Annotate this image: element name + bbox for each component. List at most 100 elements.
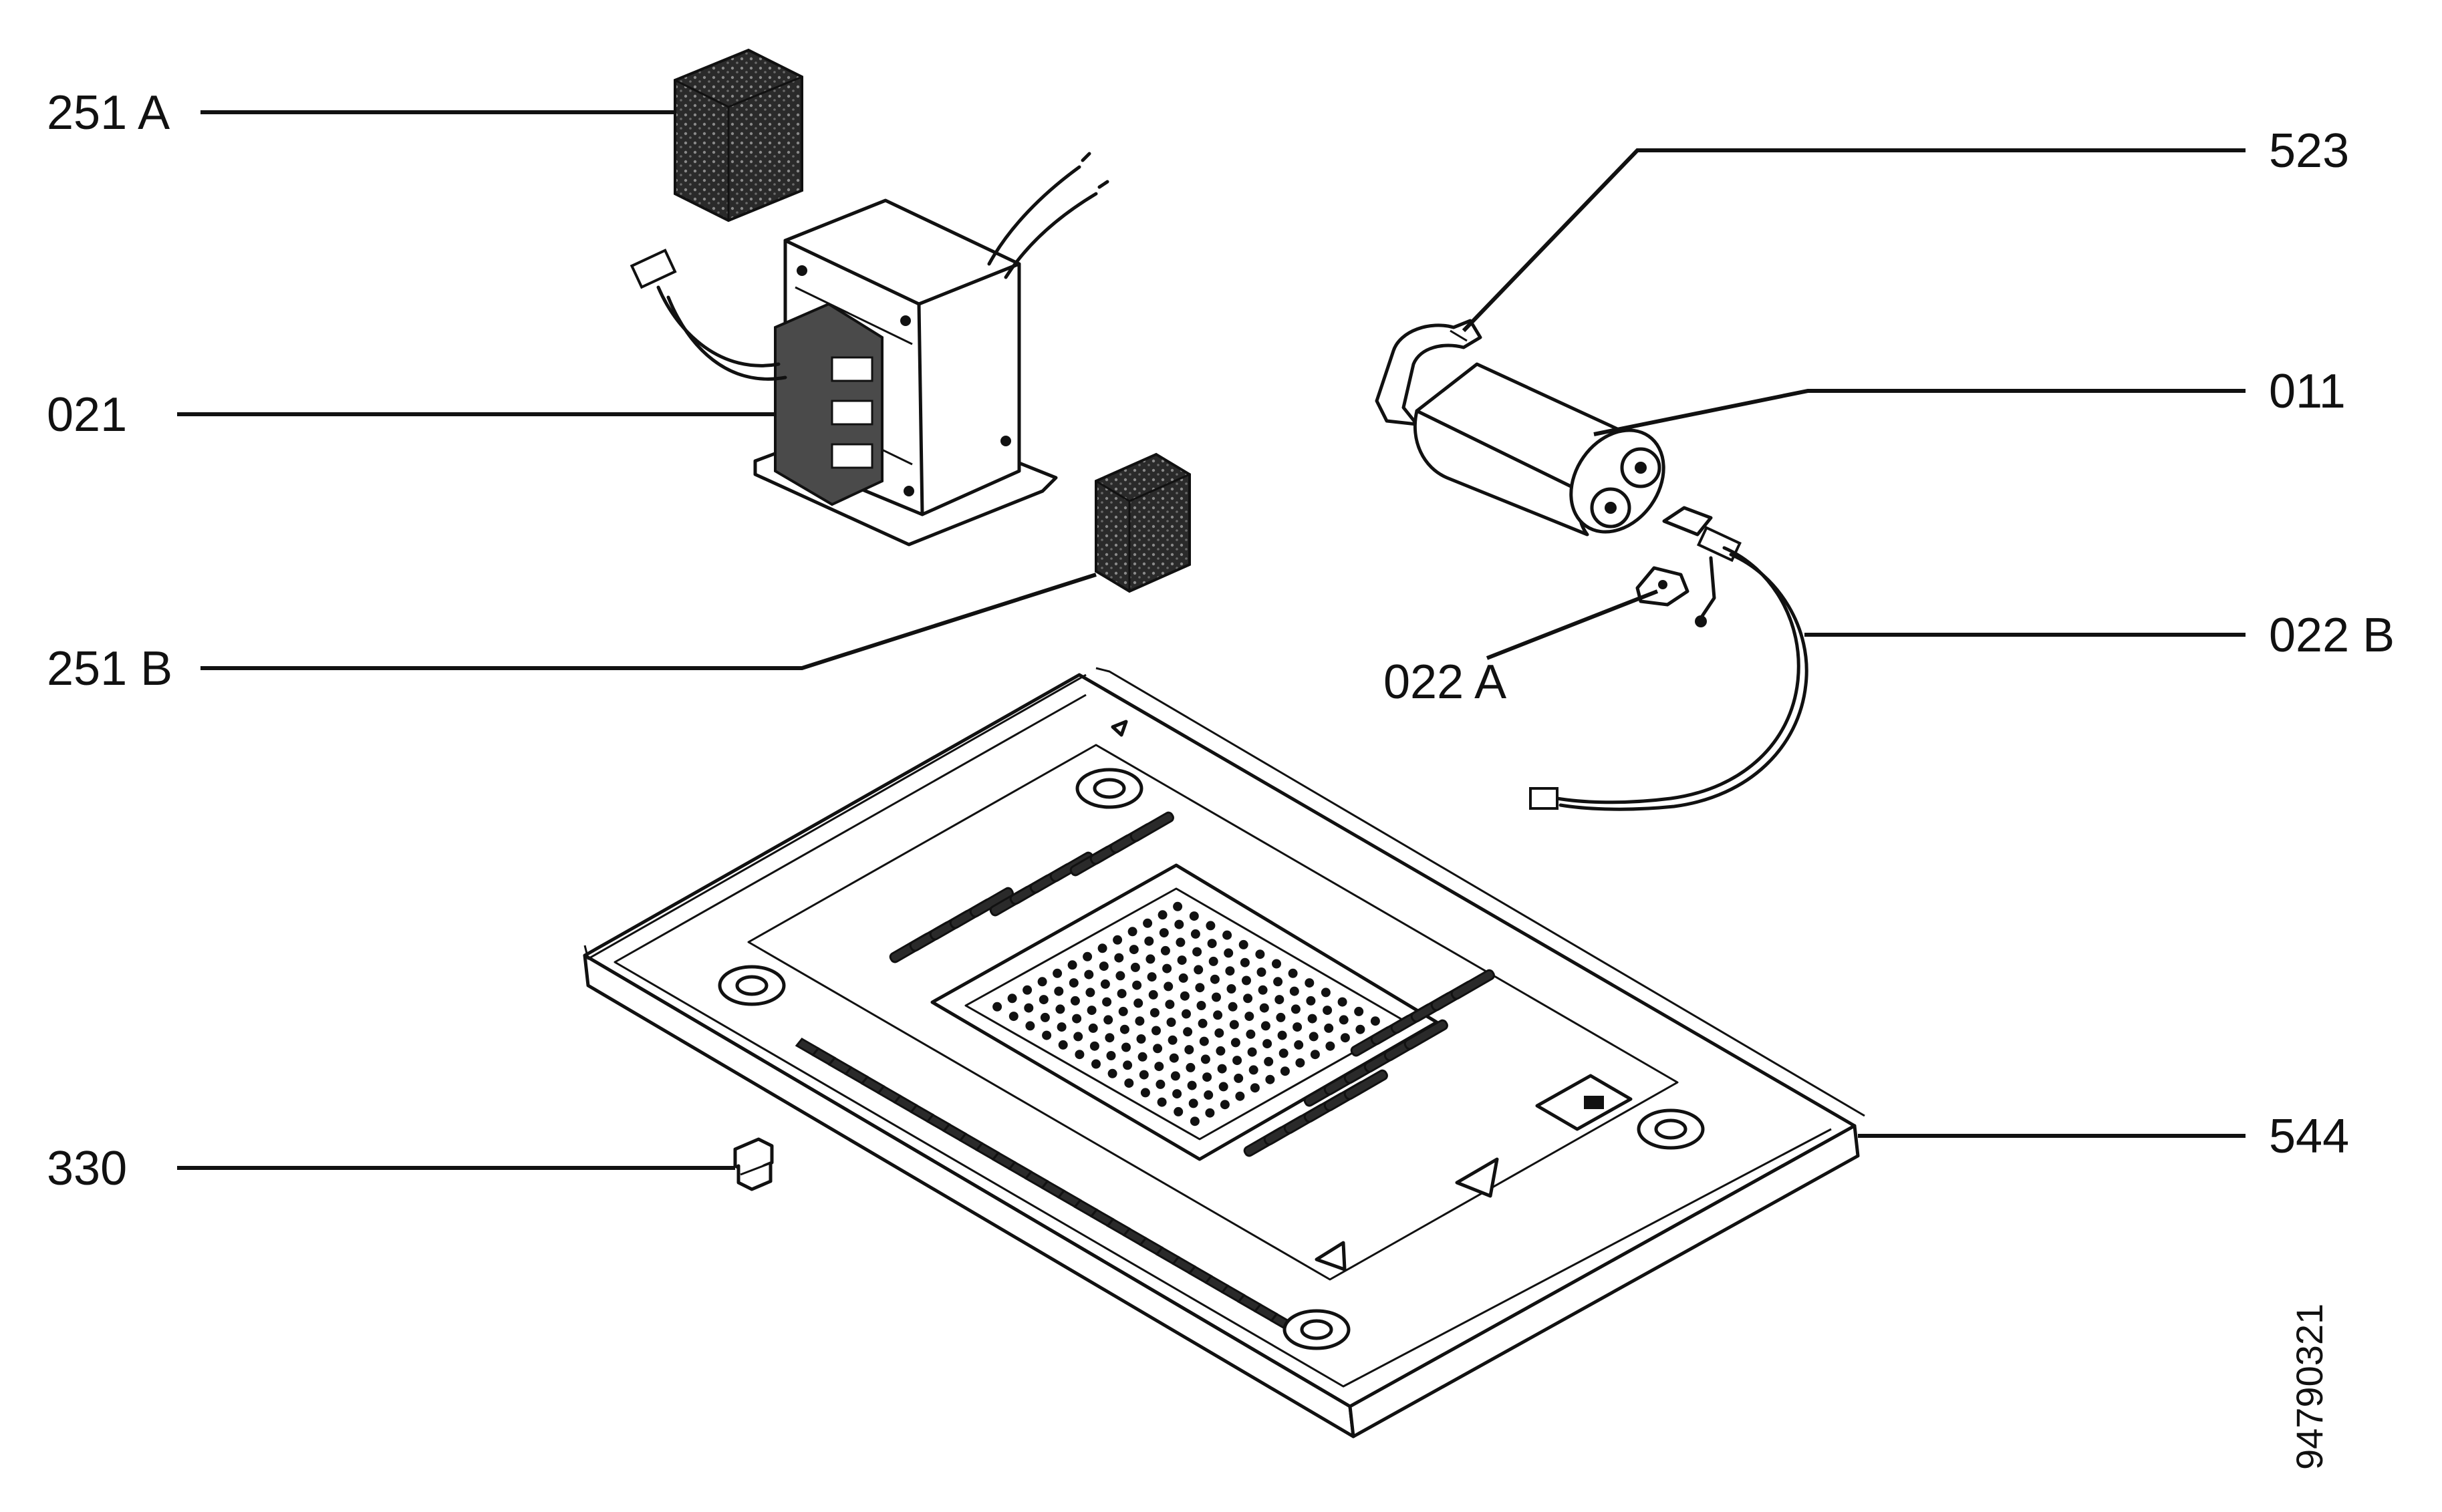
perforation-hole bbox=[1143, 918, 1153, 928]
perforation-hole bbox=[1310, 1050, 1320, 1060]
perforation-hole bbox=[1354, 1006, 1364, 1016]
perforation-hole bbox=[1340, 1033, 1350, 1043]
perforation-hole bbox=[1190, 1116, 1200, 1126]
perforation-hole bbox=[1070, 996, 1080, 1006]
perforation-hole bbox=[1103, 1015, 1113, 1025]
perforation-hole bbox=[1145, 954, 1156, 964]
perforation-hole bbox=[1084, 969, 1094, 979]
perforation-hole bbox=[1240, 957, 1250, 967]
perforation-hole bbox=[1206, 921, 1216, 931]
callout-330: 330 bbox=[47, 1142, 127, 1195]
perforation-hole bbox=[1264, 1056, 1274, 1066]
diode-wire-022b bbox=[1529, 506, 1808, 811]
perforation-hole bbox=[1040, 1012, 1050, 1022]
terminal-022a bbox=[1635, 566, 1689, 607]
perforation-hole bbox=[1085, 988, 1095, 998]
perforation-hole bbox=[1118, 1006, 1128, 1016]
perforation-hole bbox=[1158, 910, 1168, 920]
perforation-hole bbox=[1180, 991, 1190, 1001]
callout-251a: 251 A bbox=[47, 86, 170, 140]
perforation-hole bbox=[1024, 1003, 1034, 1013]
perforation-hole bbox=[1025, 1021, 1035, 1031]
perforation-hole bbox=[1186, 1062, 1196, 1072]
foam-pad-251a bbox=[674, 48, 803, 222]
perforation-hole bbox=[1129, 945, 1139, 955]
perforation-hole bbox=[1228, 1002, 1238, 1012]
perforation-hole bbox=[1113, 935, 1123, 945]
perforation-hole bbox=[1184, 1045, 1194, 1055]
foam-pad-251b bbox=[1095, 452, 1191, 593]
perforation-hole bbox=[1183, 1027, 1193, 1037]
perforation-hole bbox=[1087, 1006, 1097, 1016]
perforation-hole bbox=[1137, 1052, 1147, 1062]
perforation-hole bbox=[1075, 1050, 1085, 1060]
perforation-hole bbox=[1276, 1012, 1286, 1022]
foot-right bbox=[1637, 1108, 1705, 1150]
perforation-hole bbox=[1339, 1015, 1349, 1025]
perforation-hole bbox=[1189, 911, 1199, 921]
perforation-hole bbox=[1147, 972, 1157, 982]
perforation-hole bbox=[1224, 948, 1234, 958]
perforation-hole bbox=[1023, 985, 1033, 995]
perforation-hole bbox=[1305, 978, 1315, 988]
perforation-hole bbox=[1156, 1079, 1166, 1089]
callout-022b: 022 B bbox=[2269, 609, 2395, 662]
perforation-hole bbox=[1148, 990, 1158, 1000]
perforation-hole bbox=[1089, 1041, 1099, 1051]
perforation-hole bbox=[1088, 1023, 1098, 1033]
perforation-hole bbox=[1176, 937, 1186, 947]
perforation-hole bbox=[1222, 930, 1232, 940]
perforation-hole bbox=[1265, 1074, 1275, 1084]
callout-011: 011 bbox=[2269, 365, 2346, 418]
perforation-hole bbox=[1216, 1046, 1226, 1056]
perforation-hole bbox=[1007, 994, 1017, 1004]
perforation-hole bbox=[1198, 1018, 1208, 1028]
perforation-hole bbox=[1256, 967, 1266, 977]
perforation-hole bbox=[1153, 1044, 1163, 1054]
perforation-hole bbox=[1133, 998, 1143, 1008]
perforation-hole bbox=[1210, 974, 1220, 984]
perforation-hole bbox=[1291, 1004, 1301, 1014]
perforation-hole bbox=[1259, 1003, 1269, 1013]
perforation-hole bbox=[1100, 979, 1110, 989]
perforation-hole bbox=[1278, 1048, 1288, 1058]
perforation-hole bbox=[1306, 996, 1316, 1006]
vent-slot bbox=[1343, 1069, 1388, 1100]
perforation-hole bbox=[1309, 1032, 1319, 1042]
perforation-hole bbox=[1174, 1106, 1184, 1116]
perforation-hole bbox=[1238, 939, 1248, 949]
perforation-hole bbox=[1127, 927, 1137, 937]
perforation-hole bbox=[1277, 1030, 1287, 1040]
perforation-hole bbox=[1262, 1039, 1272, 1049]
foot-front bbox=[1282, 1309, 1351, 1350]
perforation-hole bbox=[1168, 1035, 1178, 1045]
perforation-hole bbox=[1202, 1072, 1212, 1082]
perforation-hole bbox=[1140, 1088, 1150, 1098]
perforation-hole bbox=[1169, 1053, 1179, 1063]
perforation-hole bbox=[1139, 1070, 1149, 1080]
perforation-hole bbox=[1173, 901, 1183, 911]
perforation-hole bbox=[1220, 1100, 1230, 1110]
perforation-hole bbox=[1244, 1012, 1254, 1022]
perforation-hole bbox=[1229, 1020, 1239, 1030]
perforation-hole bbox=[1107, 1068, 1117, 1078]
base-plate-544 bbox=[583, 667, 1865, 1439]
perforation-hole bbox=[1225, 966, 1235, 976]
perforation-hole bbox=[1307, 1014, 1317, 1024]
perforation-hole bbox=[1121, 1042, 1131, 1052]
perforation-hole bbox=[1159, 928, 1169, 938]
hv-capacitor-011 bbox=[1413, 362, 1665, 537]
perforation-hole bbox=[1214, 1028, 1224, 1038]
callout-022a: 022 A bbox=[1383, 655, 1506, 709]
perforation-hole bbox=[1105, 1033, 1115, 1043]
perforation-hole bbox=[1106, 1051, 1116, 1060]
perforation-hole bbox=[1274, 995, 1284, 1005]
perforation-hole bbox=[1248, 1065, 1258, 1075]
perforation-hole bbox=[1157, 1097, 1167, 1107]
perforation-hole bbox=[1246, 1029, 1256, 1039]
perforation-hole bbox=[1151, 1026, 1161, 1036]
perforation-hole bbox=[1370, 1016, 1380, 1026]
perforation-hole bbox=[1058, 1040, 1068, 1050]
perforation-hole bbox=[1195, 983, 1205, 993]
perforation-hole bbox=[1182, 1009, 1191, 1019]
